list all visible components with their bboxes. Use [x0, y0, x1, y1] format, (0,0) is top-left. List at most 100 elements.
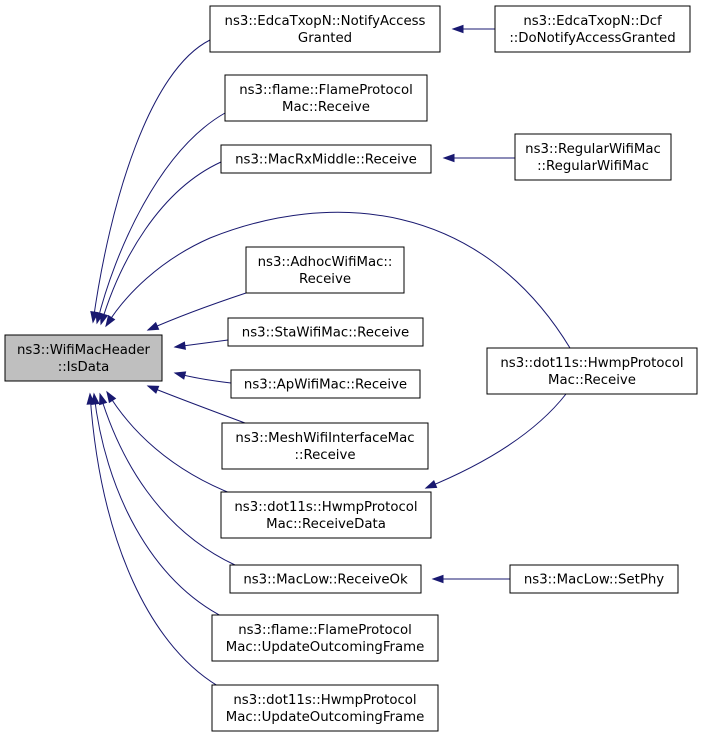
node-hwmpprotocolmac-receivedata[interactable]: ns3::dot11s::HwmpProtocolMac::ReceiveDat… [220, 491, 432, 539]
arrowhead [424, 479, 438, 489]
arrowhead [106, 390, 117, 404]
node-label-line: Receive [299, 272, 351, 287]
node-label-line: ns3::dot11s::HwmpProtocol [234, 500, 417, 515]
node-label-line: ns3::MacRxMiddle::Receive [235, 153, 417, 168]
edge-hwmp_receive-to-isdata [105, 211, 571, 349]
edge-maclow_setphy-to-maclow_receiveok [431, 574, 510, 584]
edge-regular-to-macrx_receive [442, 153, 515, 163]
node-macrxmiddle-receive[interactable]: ns3::MacRxMiddle::Receive [220, 144, 432, 174]
node-label-line: ::Receive [294, 448, 355, 463]
arrowhead [431, 574, 444, 584]
node-wifimacheader-isdata[interactable]: ns3::WifiMacHeader::IsData [4, 334, 163, 382]
node-flameprotocolmac-updateoutcomingframe[interactable]: ns3::flame::FlameProtocolMac::UpdateOutc… [211, 614, 439, 662]
node-meshwifiinterfacemac-receive[interactable]: ns3::MeshWifiInterfaceMac::Receive [221, 422, 429, 470]
node-box [229, 564, 422, 594]
node-box [245, 246, 405, 294]
node-label-line: ns3::EdcaTxopN::Dcf [523, 14, 662, 29]
node-edcatxopn-dcf-donotifyaccessgranted[interactable]: ns3::EdcaTxopN::Dcf::DoNotifyAccessGrant… [494, 5, 691, 53]
node-maclow-receiveok[interactable]: ns3::MacLow::ReceiveOk [229, 564, 422, 594]
node-label-line: ::IsData [58, 360, 110, 375]
node-label-line: ns3::dot11s::HwmpProtocol [233, 693, 416, 708]
edge-line [100, 161, 222, 325]
node-label-line: ::DoNotifyAccessGranted [509, 31, 675, 46]
node-label-line: ns3::EdcaTxopN::NotifyAccess [225, 14, 426, 29]
arrowhead [100, 312, 109, 326]
node-label-line: ns3::dot11s::HwmpProtocol [500, 356, 683, 371]
node-apwifimac-receive[interactable]: ns3::ApWifiMac::Receive [230, 369, 421, 399]
node-stawifimac-receive[interactable]: ns3::StaWifiMac::Receive [227, 317, 424, 347]
node-label-line: ns3::MacLow::SetPhy [524, 573, 664, 588]
node-label-line: ns3::StaWifiMac::Receive [242, 326, 409, 341]
edge-maclow_receiveok-to-isdata [99, 392, 236, 566]
arrowhead [86, 392, 96, 405]
edge-sta-to-isdata [173, 339, 229, 350]
node-box [211, 684, 439, 732]
arrowhead [146, 321, 160, 331]
edge-macrx_receive-to-isdata [100, 161, 222, 326]
node-box [221, 422, 429, 470]
node-box [211, 614, 439, 662]
node-box [220, 144, 432, 174]
arrowhead [442, 153, 455, 163]
arrowhead [105, 314, 116, 328]
edges-layer [86, 24, 571, 691]
edge-line [147, 385, 246, 424]
edge-ap-to-isdata [173, 371, 232, 384]
node-box [4, 334, 163, 382]
node-label-line: Mac::ReceiveData [266, 517, 386, 532]
node-box [230, 369, 421, 399]
node-label-line: ns3::MacLow::ReceiveOk [243, 573, 408, 588]
edge-flame_receive-to-isdata [95, 112, 226, 325]
edge-mesh-to-isdata [146, 385, 246, 424]
node-label-line: Mac::Receive [282, 100, 370, 115]
edge-line [89, 393, 226, 691]
node-label-line: ns3::flame::FlameProtocol [238, 623, 412, 638]
edge-hwmp_receive-to-hwmp_receivedata [424, 393, 567, 489]
node-box [224, 74, 428, 122]
node-box [509, 564, 679, 594]
node-label-line: ns3::WifiMacHeader [17, 343, 151, 358]
edge-line [105, 211, 571, 349]
node-label-line: Mac::UpdateOutcomingFrame [226, 710, 425, 725]
edge-edca_dcf-to-edca_notify [451, 24, 495, 34]
edge-line [93, 393, 226, 619]
edge-edca_notify-to-isdata [90, 39, 211, 324]
node-label-line: ns3::MeshWifiInterfaceMac [235, 431, 414, 446]
arrowhead [173, 371, 187, 380]
arrowhead [451, 24, 464, 34]
node-label-line: ns3::AdhocWifiMac:: [258, 255, 393, 270]
node-box [514, 133, 672, 181]
node-label-line: ns3::flame::FlameProtocol [239, 83, 413, 98]
node-edcatxopn-notifyaccessgranted[interactable]: ns3::EdcaTxopN::NotifyAccessGranted [209, 5, 441, 53]
edge-line [425, 393, 567, 489]
edge-hwmp_receivedata-to-isdata [106, 390, 236, 496]
edge-line [96, 112, 226, 324]
node-adhocwifimac-receive[interactable]: ns3::AdhocWifiMac::Receive [245, 246, 405, 294]
arrowhead [99, 392, 108, 406]
arrowhead [173, 341, 186, 350]
edge-line [106, 391, 236, 496]
edge-adhoc-to-isdata [146, 292, 247, 331]
node-hwmpprotocolmac-updateoutcomingframe[interactable]: ns3::dot11s::HwmpProtocolMac::UpdateOutc… [211, 684, 439, 732]
node-label-line: ns3::RegularWifiMac [525, 142, 661, 157]
node-box [494, 5, 691, 53]
node-label-line: Granted [298, 31, 352, 46]
node-label-line: ns3::ApWifiMac::Receive [244, 378, 407, 393]
node-label-line: Mac::Receive [548, 373, 636, 388]
edge-hwmp_update-to-isdata [86, 392, 226, 691]
node-box [227, 317, 424, 347]
node-maclow-setphy[interactable]: ns3::MacLow::SetPhy [509, 564, 679, 594]
node-label-line: ::RegularWifiMac [537, 159, 649, 174]
node-box [209, 5, 441, 53]
node-box [220, 491, 432, 539]
node-label-line: Mac::UpdateOutcomingFrame [226, 640, 425, 655]
edge-line [92, 39, 211, 323]
arrowhead [146, 385, 160, 394]
node-box [486, 347, 698, 395]
edge-line [99, 393, 236, 566]
node-regularwifimac-regularwifimac[interactable]: ns3::RegularWifiMac::RegularWifiMac [514, 133, 672, 181]
nodes-layer: ns3::WifiMacHeader::IsData ns3::EdcaTxopN… [4, 5, 698, 732]
